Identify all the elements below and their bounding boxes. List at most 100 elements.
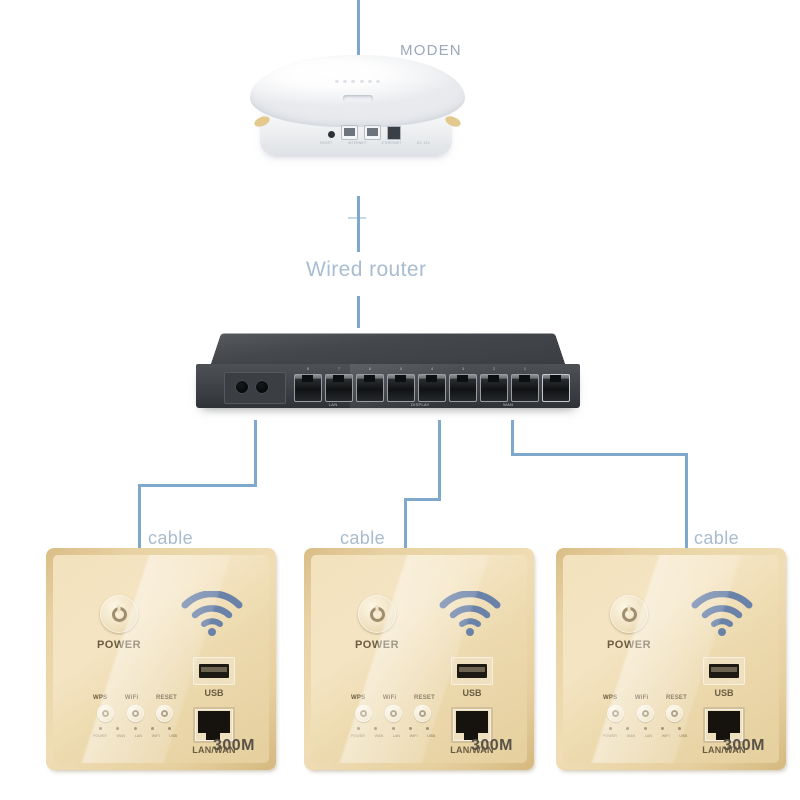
switch-port-num-0: 8 [306, 366, 310, 371]
panel-2-wps-button[interactable] [355, 705, 372, 722]
switch-port-num-4: 4 [430, 366, 434, 371]
wire-branch-left-down-a [254, 420, 257, 486]
switch-port-2[interactable] [480, 374, 508, 402]
wifi-icon [691, 591, 753, 637]
panel-3-wps-button[interactable] [607, 705, 624, 722]
switch-front-face: 8 7 6 5 4 3 2 1 LA [196, 364, 580, 408]
panel-1-usb-label: USB [204, 688, 224, 698]
panel-3-power-button[interactable] [610, 595, 648, 633]
panel-2-power-button[interactable] [358, 595, 396, 633]
wire-branch-right-down-a [511, 420, 514, 456]
switch-port-6[interactable] [356, 374, 384, 402]
panel-2-button-labels: WPS WiFi RESET [351, 695, 435, 701]
switch-power-socket[interactable] [224, 372, 286, 404]
panel-2-led-label-2: LAN [392, 734, 401, 738]
wall-panel-2[interactable]: POWER USB LAN/WAN WPS WiFi RESET [304, 548, 534, 770]
panel-2-reset-label: RESET [413, 695, 435, 701]
panel-1-button-labels: WPS WiFi RESET [93, 695, 177, 701]
switch-port-5[interactable] [387, 374, 415, 402]
modem-port-label-1: INTERNET [347, 141, 367, 145]
panel-1-wps-label: WPS [93, 695, 108, 701]
panel-1-led-label-3: WIFI [151, 734, 160, 738]
panel-2-wps-label: WPS [351, 695, 366, 701]
panel-2-led-label-1: WAN [374, 734, 384, 738]
panel-2-lan-port[interactable] [451, 707, 493, 743]
panel-1-led-label-1: WAN [116, 734, 126, 738]
panel-1-wps-button[interactable] [97, 705, 114, 722]
switch-port-legend: LAN DISPLAY WAN [292, 402, 550, 407]
panel-2-leds [357, 727, 429, 730]
panel-1-reset-button[interactable] [156, 705, 173, 722]
panel-2-usb-port[interactable] [451, 657, 493, 685]
panel-2-face: POWER USB LAN/WAN WPS WiFi RESET [311, 555, 527, 763]
switch-port-num-8 [542, 366, 570, 371]
panel-2-power-label: POWER [354, 639, 400, 651]
panel-1-power-button[interactable] [100, 595, 138, 633]
panel-3-power-label: POWER [606, 639, 652, 651]
switch-port-num-2: 6 [368, 366, 372, 371]
panel-3-wps-label: WPS [603, 695, 618, 701]
panel-1-led-labels: POWER WAN LAN WIFI USB [93, 734, 177, 738]
panel-3-reset-label: RESET [665, 695, 687, 701]
switch-port-8[interactable] [294, 374, 322, 402]
panel-3-usb-label: USB [714, 688, 734, 698]
modem-port-label-0: RESET [320, 141, 333, 145]
wire-branch-left-down-b [138, 484, 141, 548]
wire-branch-mid-across [404, 498, 441, 501]
panel-3-usb-port[interactable] [703, 657, 745, 685]
panel-2-reset-button[interactable] [414, 705, 431, 722]
panel-3-led-label-4: USB [679, 734, 687, 738]
wifi-icon [181, 591, 243, 637]
panel-3-face: POWER USB LAN/WAN WPS WiFi RESET [563, 555, 779, 763]
panel-1-usb-port[interactable] [193, 657, 235, 685]
panel-3-led-label-3: WIFI [661, 734, 670, 738]
panel-1-led-label-4: USB [169, 734, 177, 738]
switch-legend-1: DISPLAY [410, 402, 430, 407]
wall-panel-1[interactable]: POWER USB LAN/WAN WPS WiFi RESET [46, 548, 276, 770]
switch-port-1[interactable] [511, 374, 539, 402]
modem-internet-port[interactable] [341, 125, 358, 140]
panel-3-wifi-button[interactable] [636, 705, 654, 722]
switch-port-num-1: 7 [337, 366, 341, 371]
switch-port-3[interactable] [449, 374, 477, 402]
panel-2-model-label: 300M [470, 737, 513, 754]
wall-panel-3[interactable]: POWER USB LAN/WAN WPS WiFi RESET [556, 548, 786, 770]
switch-port-wan[interactable] [542, 374, 570, 402]
cable-label-left: cable [148, 528, 194, 548]
switch-port-7[interactable] [325, 374, 353, 402]
panel-2-led-label-0: POWER [351, 734, 366, 738]
modem-port-label-3: DC 12V [416, 141, 430, 145]
switch-port-4[interactable] [418, 374, 446, 402]
switch-port-numbers: 8 7 6 5 4 3 2 1 [294, 366, 570, 371]
wire-branch-left-across [138, 484, 257, 487]
switch-port-num-6: 2 [492, 366, 496, 371]
modem-reset-jack[interactable] [328, 131, 335, 138]
panel-3-led-label-1: WAN [626, 734, 636, 738]
panel-2-wifi-label: WiFi [382, 695, 397, 701]
modem-port-label-2: ETHERNET [381, 141, 402, 145]
modem-indicator-slot [342, 95, 373, 102]
panel-1-led-label-0: POWER [93, 734, 108, 738]
panel-1-lan-label: LAN/WAN [192, 745, 236, 755]
modem-power-port[interactable] [387, 126, 401, 140]
wire-branch-right-across [511, 453, 688, 456]
modem-label: MODEN [400, 42, 462, 59]
modem-ethernet-port[interactable] [364, 125, 381, 140]
panel-2-mini-buttons [355, 705, 431, 722]
panel-2-lan-label: LAN/WAN [450, 745, 494, 755]
panel-1-wifi-button[interactable] [126, 705, 144, 722]
modem-device: RESET INTERNET ETHERNET DC 12V [250, 55, 465, 165]
wire-router-label-to-switch [357, 296, 360, 328]
wire-branch-right-down-b [685, 453, 688, 548]
panel-2-wifi-button[interactable] [384, 705, 402, 722]
panel-3-reset-button[interactable] [666, 705, 683, 722]
panel-1-leds [99, 727, 171, 730]
wire-branch-mid-down-b [404, 498, 407, 548]
switch-port-num-3: 5 [399, 366, 403, 371]
panel-3-lan-port[interactable] [703, 707, 745, 743]
modem-port-labels: RESET INTERNET ETHERNET DC 12V [320, 141, 430, 145]
panel-1-lan-port[interactable] [193, 707, 235, 743]
panel-1-face: POWER USB LAN/WAN WPS WiFi RESET [53, 555, 269, 763]
modem-top-shell [250, 55, 465, 127]
